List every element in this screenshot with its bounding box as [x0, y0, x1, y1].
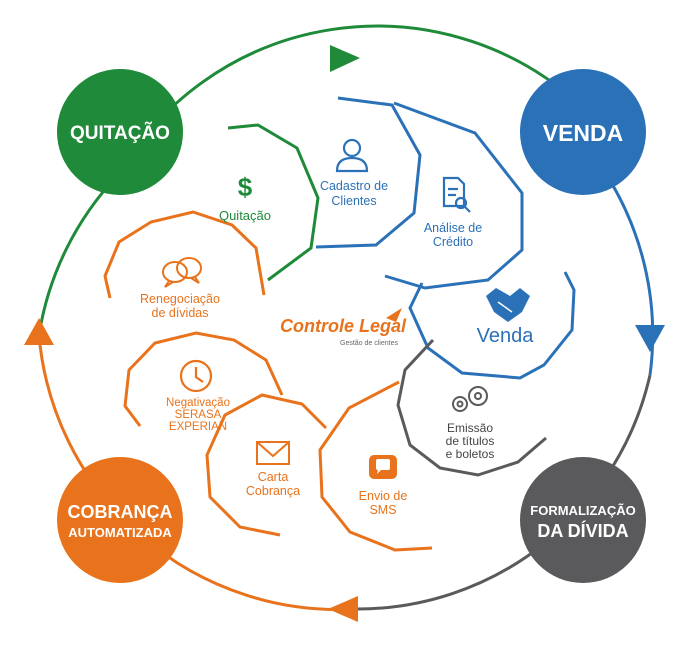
step-cadastro-label-1: Cadastro de — [320, 179, 388, 193]
step-emissao: Emissão de títulos e boletos — [446, 386, 495, 461]
stage-formalizacao: FORMALIZAÇÃO DA DÍVIDA — [520, 457, 646, 583]
step-renegociacao: Renegociação de dívidas — [140, 257, 220, 320]
step-analise-label-1: Análise de — [424, 221, 482, 235]
stage-formalizacao-label-2: DA DÍVIDA — [537, 520, 628, 541]
arrow-top — [330, 45, 360, 72]
stage-cobranca-label-2: AUTOMATIZADA — [68, 525, 172, 540]
cycle-arc-blue — [598, 164, 655, 376]
step-emissao-label-2: de títulos — [446, 434, 495, 448]
logo-tagline: Gestão de clientes — [340, 340, 398, 347]
chat-bubbles-icon — [162, 257, 202, 288]
step-carta-label-1: Carta — [258, 470, 289, 484]
stage-formalizacao-label-1: FORMALIZAÇÃO — [530, 503, 635, 518]
step-emissao-label-3: e boletos — [446, 447, 495, 461]
segment-cadastro-outline — [315, 96, 422, 249]
step-negativacao-label-2: SERASA — [175, 409, 222, 421]
step-cadastro: Cadastro de Clientes — [320, 138, 388, 208]
step-negativacao-label-3: EXPERIAN — [169, 421, 227, 433]
arrow-left — [24, 318, 54, 345]
segment-negativacao-outline — [123, 331, 284, 427]
step-carta-label-2: Cobrança — [246, 484, 300, 498]
logo-name: Controle Legal — [280, 316, 407, 336]
cycle-arc-green-lower — [37, 173, 120, 336]
arrow-bottom — [328, 596, 358, 622]
step-venda-label: Venda — [477, 325, 535, 347]
step-sms: Envio de SMS — [359, 455, 408, 517]
segment-sms-outline — [318, 380, 433, 552]
step-cadastro-label-2: Clientes — [331, 194, 376, 208]
stage-venda-label: VENDA — [543, 120, 624, 146]
step-analise-label-2: Crédito — [433, 235, 473, 249]
step-analise: Análise de Crédito — [424, 176, 482, 249]
segment-venda-outline — [408, 271, 576, 380]
step-carta: Carta Cobrança — [246, 441, 300, 498]
dollar-icon: $ — [238, 172, 253, 202]
stage-quitacao-label: QUITAÇÃO — [70, 122, 170, 144]
step-quitacao: $ Quitação — [219, 172, 271, 223]
step-sms-label-2: SMS — [369, 503, 396, 517]
step-negativacao-label-1: Negativação — [166, 397, 230, 409]
segment-analise-outline — [384, 101, 524, 290]
user-icon — [335, 138, 369, 173]
segment-emissao-outline — [396, 338, 547, 477]
stage-quitacao: QUITAÇÃO — [57, 69, 183, 195]
stage-cobranca-label-1: COBRANÇA — [68, 502, 173, 522]
document-search-icon — [442, 176, 471, 213]
segment-quitacao-outline — [227, 123, 320, 282]
sms-chat-icon — [369, 455, 397, 479]
logo: Controle Legal Gestão de clientes — [280, 308, 407, 347]
step-renegociacao-label-2: de dívidas — [152, 306, 209, 320]
stage-venda: VENDA — [520, 69, 646, 195]
step-emissao-label-1: Emissão — [447, 421, 493, 435]
handshake-icon — [486, 288, 530, 322]
segment-carta-outline — [205, 393, 328, 537]
segment-renegociacao-outline — [103, 210, 266, 299]
step-renegociacao-label-1: Renegociação — [140, 292, 220, 306]
logo-swoosh — [386, 308, 402, 322]
gears-icon — [452, 386, 488, 412]
envelope-icon — [256, 441, 290, 465]
step-negativacao: Negativação SERASA EXPERIAN — [166, 359, 230, 433]
arrow-right — [635, 325, 665, 352]
clock-icon — [179, 359, 213, 393]
step-quitacao-label: Quitação — [219, 208, 271, 223]
stage-cobranca: COBRANÇA AUTOMATIZADA — [57, 457, 183, 583]
step-venda: Venda — [477, 288, 535, 347]
step-sms-label-1: Envio de — [359, 489, 408, 503]
